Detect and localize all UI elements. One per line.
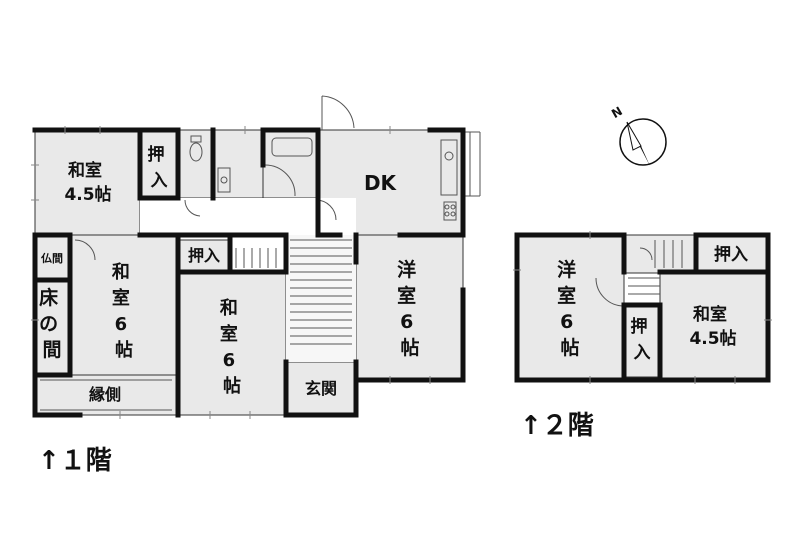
label-engawa: 縁側: [89, 385, 121, 404]
label-butsuma: 仏間: [41, 252, 63, 265]
compass-needle-light: [626, 121, 642, 151]
room-bath: [262, 129, 319, 199]
room2-oshiire-mid: [623, 304, 661, 378]
label-oshiire-mid: 押入: [188, 246, 220, 265]
room-yoshitsu-6: [355, 234, 464, 381]
compass-north-label: N: [609, 104, 625, 121]
compass: N: [609, 104, 667, 166]
room-washroom: [212, 129, 264, 199]
room2-stairs: [623, 234, 695, 274]
stairs-floor1: [235, 239, 352, 345]
room-washitsu-45: [34, 129, 141, 236]
label-washitsu-6a: 和 室 6 帖: [112, 262, 136, 361]
floor1-walls: [32, 127, 466, 418]
floor1-label: ↑１階: [38, 446, 112, 476]
fixtures: [74, 95, 481, 261]
label-tokonoma: 床 の 間: [39, 286, 65, 361]
floor2-walls: [514, 232, 771, 383]
floor1-plan: 和室 4.5帖 押 入 仏間 床 の 間 和 室 6 帖 押入 和 室 6 帖 …: [31, 95, 481, 419]
floor2-label: ↑２階: [520, 411, 594, 441]
stairs-floor2: [595, 240, 683, 307]
room-oshiire-top: [139, 129, 179, 199]
room2-washitsu-45: [659, 271, 769, 381]
engawa-floor-pattern: [40, 379, 172, 411]
label-genkan: 玄関: [305, 379, 337, 398]
compass-ring: [619, 118, 667, 166]
hallway-lower: [286, 235, 356, 362]
label2-oshiire-mid: 押 入: [631, 316, 654, 363]
room-toilet: [177, 129, 214, 199]
floor2-ticks: [513, 231, 772, 384]
label-oshiire-top: 押 入: [148, 144, 171, 191]
label2-washitsu-45: 和室 4.5帖: [689, 304, 736, 349]
floor2-plan: 洋 室 6 帖 押入 押 入 和室 4.5帖: [513, 231, 772, 384]
label-dk: DK: [364, 171, 398, 195]
label-washitsu-6b: 和 室 6 帖: [220, 298, 244, 397]
label2-yoshitsu-6: 洋 室 6 帖: [557, 258, 583, 359]
hallway: [140, 198, 356, 235]
room-washitsu-6a: [69, 234, 179, 376]
room-washitsu-6b: [177, 271, 287, 416]
label2-oshiire-top: 押入: [714, 244, 748, 265]
floor1-ticks: [31, 126, 431, 419]
label-washitsu-45: 和室 4.5帖: [64, 160, 111, 205]
label-yoshitsu-6: 洋 室 6 帖: [397, 258, 423, 359]
